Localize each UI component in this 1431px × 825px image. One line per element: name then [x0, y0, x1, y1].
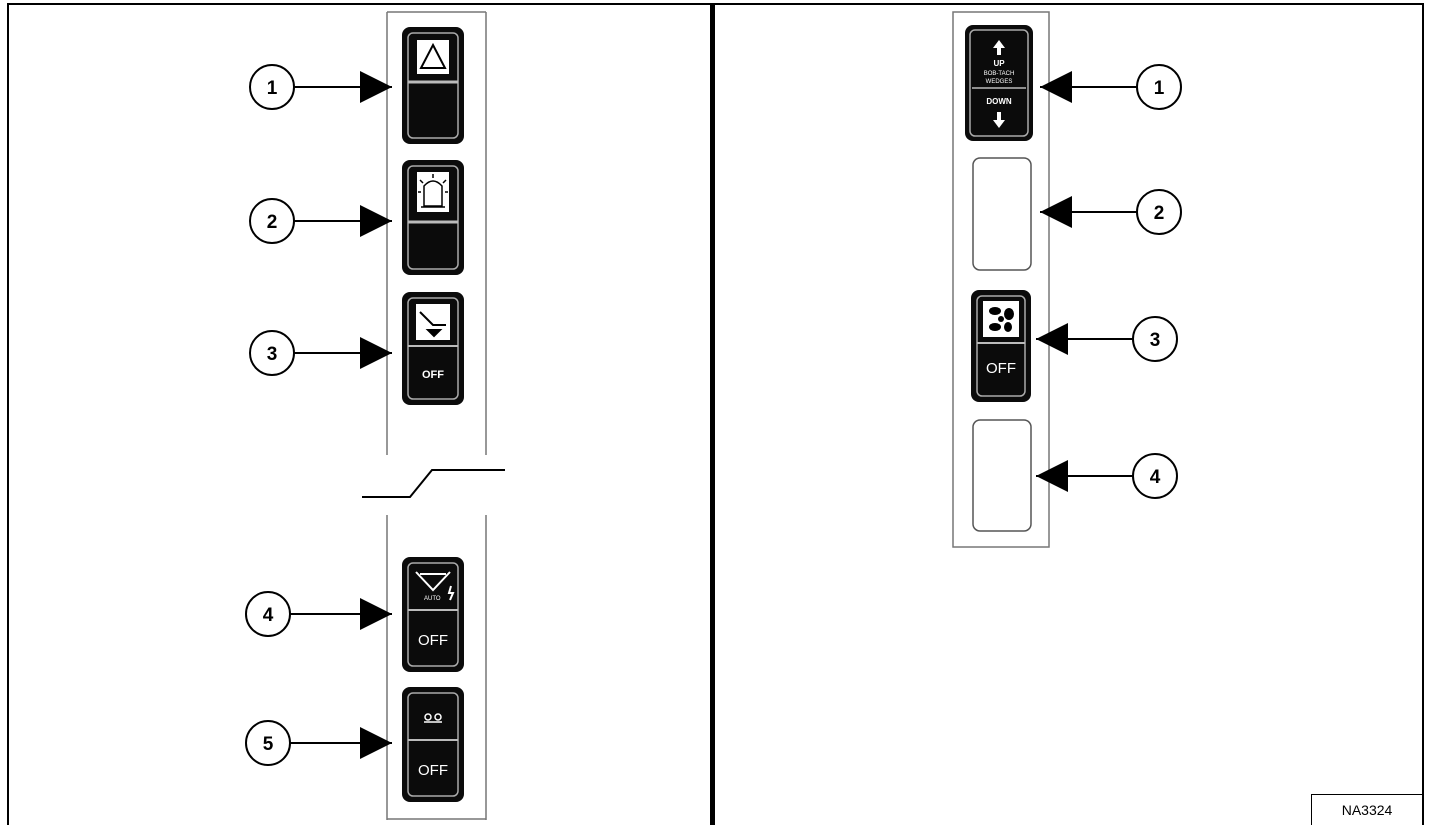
frame-border [7, 3, 1424, 825]
reference-code: NA3324 [1311, 794, 1423, 825]
bucket-positioning-switch: OFF [402, 292, 464, 405]
fan-off-label: OFF [986, 360, 1016, 377]
two-speed-switch: OFF [402, 687, 464, 802]
beacon-switch [402, 160, 464, 275]
fan-switch: OFF [971, 290, 1031, 402]
bucket-positioning-off-label: OFF [422, 369, 444, 381]
callout-number: 4 [263, 605, 274, 626]
right-callout-1: 1 [1040, 64, 1182, 110]
hazard-triangle-icon [419, 42, 447, 69]
up-label: UP [993, 59, 1005, 68]
callout-number: 2 [267, 212, 278, 233]
right-callout-2: 2 [1040, 189, 1182, 235]
callout-number: 3 [1150, 330, 1161, 351]
bob-tach-switch: UP BOB-TACH WEDGES DOWN [965, 25, 1033, 141]
blank-plug-lower [972, 419, 1032, 532]
callout-number: 5 [263, 734, 274, 755]
fan-icon [989, 307, 1014, 332]
auto-label: AUTO [424, 596, 441, 602]
blank-plug-upper [972, 157, 1032, 271]
callout-number: 1 [267, 78, 278, 99]
bob-tach-label: BOB-TACH [984, 71, 1015, 77]
left-callout-1: 1 [249, 64, 392, 110]
beacon-light-icon [418, 174, 448, 208]
bucket-positioning-icon [419, 311, 446, 338]
ride-control-off-label: OFF [418, 632, 448, 649]
bob-tach-icon: UP BOB-TACH WEDGES DOWN [972, 40, 1026, 128]
left-callout-3: 3 [249, 330, 392, 376]
two-speed-off-label: OFF [418, 762, 448, 779]
left-switch-strip [362, 11, 505, 820]
left-callout-2: 2 [249, 198, 392, 244]
right-switch-strip [952, 11, 1050, 548]
two-speed-icon [424, 713, 442, 723]
center-divider [710, 4, 715, 825]
left-callout-5: 5 [245, 720, 392, 766]
left-callout-4: 4 [245, 591, 392, 637]
down-label: DOWN [986, 97, 1012, 106]
callout-number: 4 [1150, 467, 1161, 488]
callout-number: 3 [267, 344, 278, 365]
callout-number: 2 [1154, 203, 1165, 224]
break-symbol [362, 469, 505, 498]
hazard-switch [402, 27, 464, 144]
auto-ride-control-icon [415, 571, 455, 601]
right-callout-3: 3 [1036, 316, 1178, 362]
wedges-label: WEDGES [986, 79, 1013, 85]
right-callout-4: 4 [1036, 453, 1178, 499]
ride-control-switch: AUTO OFF [402, 557, 464, 672]
callout-number: 1 [1154, 78, 1165, 99]
